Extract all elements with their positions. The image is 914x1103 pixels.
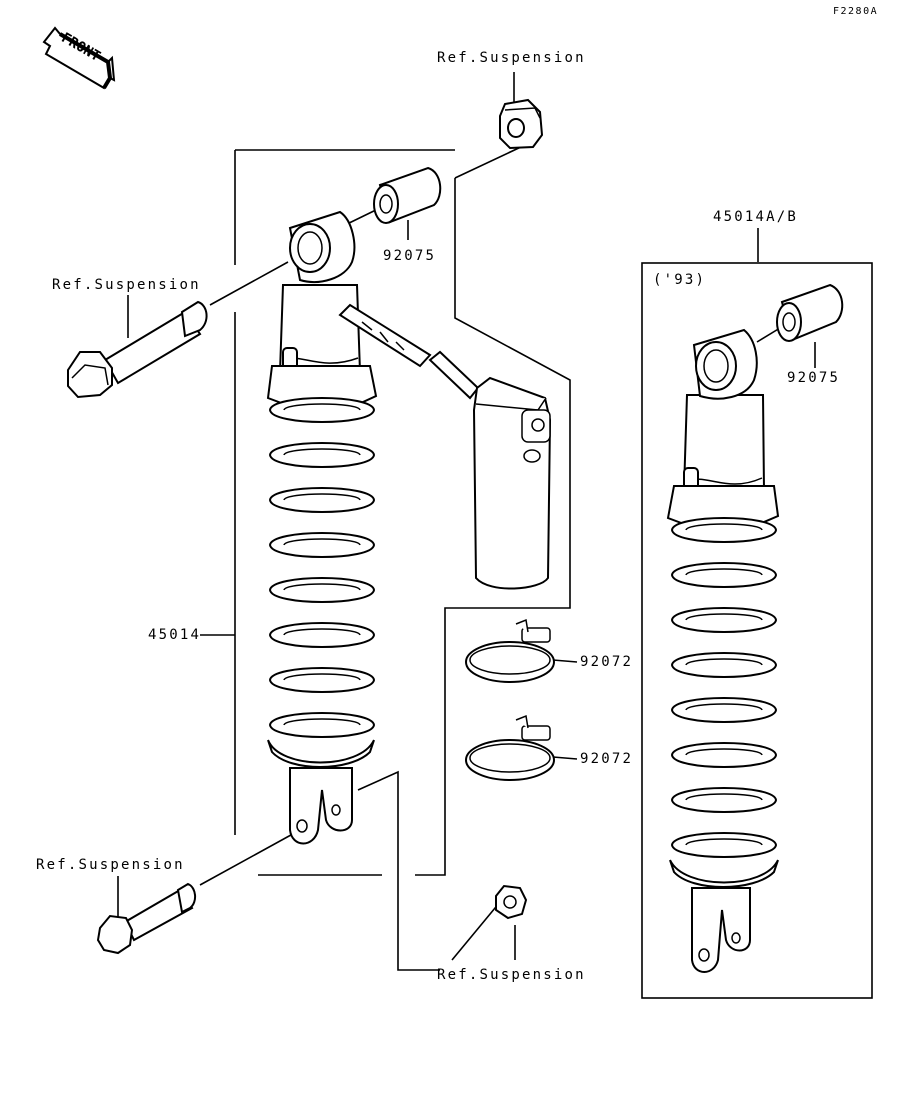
drawing-code: F2280A bbox=[833, 6, 879, 17]
nut-icon bbox=[499, 98, 544, 150]
label-part-92072-a: 92072 bbox=[580, 654, 634, 670]
label-part-92072-b: 92072 bbox=[580, 751, 634, 767]
label-part-45014ab: 45014A/B bbox=[713, 209, 799, 225]
label-ref-suspension-bottom-nut: Ref.Suspension bbox=[437, 967, 586, 983]
shock-absorber-icon bbox=[666, 328, 780, 973]
label-year-note: ('93) bbox=[653, 272, 707, 288]
front-arrow-icon: FRONT bbox=[42, 26, 116, 90]
label-part-92075-alt: 92075 bbox=[787, 370, 841, 386]
label-part-45014: 45014 bbox=[148, 627, 202, 643]
collar-icon bbox=[776, 283, 844, 342]
gas-reservoir-icon bbox=[338, 303, 552, 590]
label-ref-suspension-left-bolt: Ref.Suspension bbox=[52, 277, 201, 293]
label-part-92075-main: 92075 bbox=[383, 248, 437, 264]
label-ref-suspension-lower-bolt: Ref.Suspension bbox=[36, 857, 185, 873]
shock-absorber-icon bbox=[266, 210, 378, 845]
nut-icon bbox=[495, 884, 528, 920]
hose-clamp-icon bbox=[465, 714, 555, 781]
hose-clamp-icon bbox=[465, 618, 555, 683]
bolt-icon bbox=[67, 300, 208, 399]
label-ref-suspension-top: Ref.Suspension bbox=[437, 50, 586, 66]
collar-icon bbox=[373, 166, 442, 224]
bolt-icon bbox=[96, 882, 196, 955]
